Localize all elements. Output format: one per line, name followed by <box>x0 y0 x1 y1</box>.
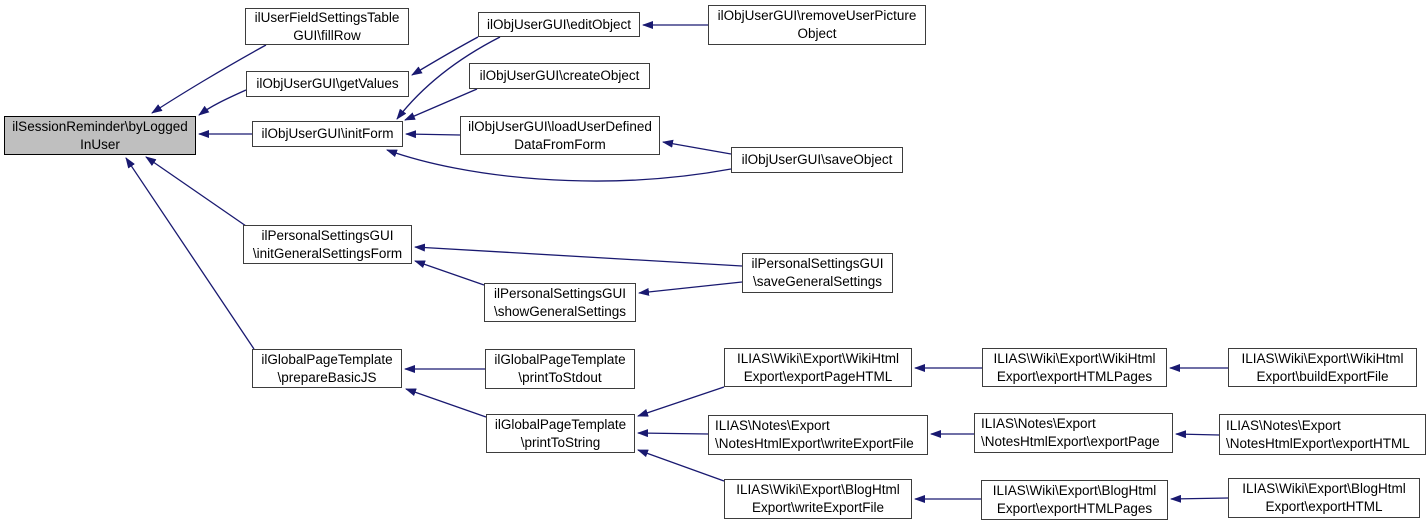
node-label: ilGlobalPageTemplate \printToStdout <box>494 352 626 385</box>
node-label: ilObjUserGUI\saveObject <box>741 152 893 167</box>
node-initgeneralsettingsform[interactable]: ilPersonalSettingsGUI \initGeneralSettin… <box>243 225 412 264</box>
node-label: ILIAS\Wiki\Export\BlogHtml Export\export… <box>1242 481 1406 514</box>
edge-blogwriteexportfile-printtostring <box>637 449 725 482</box>
node-label: ilObjUserGUI\editObject <box>486 16 632 32</box>
node-fillrow[interactable]: ilUserFieldSettingsTable GUI\fillRow <box>245 8 409 45</box>
node-printtostring[interactable]: ilGlobalPageTemplate \printToString <box>486 414 635 453</box>
node-blog-writeexportfile[interactable]: ILIAS\Wiki\Export\BlogHtml Export\writeE… <box>724 479 912 519</box>
node-notes-writeexportfile[interactable]: ILIAS\Notes\Export \NotesHtmlExport\writ… <box>708 415 928 455</box>
node-savegeneralsettings[interactable]: ilPersonalSettingsGUI \saveGeneralSettin… <box>742 253 893 293</box>
edge-fillrow-byloggedinuser <box>151 44 267 114</box>
node-label: ilObjUserGUI\initForm <box>261 126 394 141</box>
edge-wikiexportpagehtml-printtostring <box>637 386 725 417</box>
edge-saveobject-initform <box>386 149 732 182</box>
edge-preparebasicjs-byloggedinuser <box>125 157 255 350</box>
node-label: ILIAS\Notes\Export \NotesHtmlExport\expo… <box>981 416 1160 449</box>
edge-savegeneralsettings-showgeneralsettings <box>638 281 743 296</box>
edge-initgeneralsettingsform-byloggedinuser <box>145 156 247 227</box>
node-saveobject[interactable]: ilObjUserGUI\saveObject <box>731 147 903 173</box>
node-label: ILIAS\Notes\Export \NotesHtmlExport\expo… <box>1226 417 1410 451</box>
node-label: ilUserFieldSettingsTable GUI\fillRow <box>254 9 400 43</box>
edge-notesexporthtml-notesexportpage <box>1175 430 1220 439</box>
node-notes-exportpage[interactable]: ILIAS\Notes\Export \NotesHtmlExport\expo… <box>974 413 1173 453</box>
node-notes-exporthtml[interactable]: ILIAS\Notes\Export \NotesHtmlExport\expo… <box>1219 414 1426 455</box>
edge-blogexporthtml-blogexporthtmlpages <box>1170 494 1229 503</box>
node-initform[interactable]: ilObjUserGUI\initForm <box>252 121 403 147</box>
node-wiki-exportpagehtml[interactable]: ILIAS\Wiki\Export\WikiHtml Export\export… <box>724 348 912 387</box>
node-blog-exporthtmlpages[interactable]: ILIAS\Wiki\Export\BlogHtml Export\export… <box>981 480 1168 520</box>
node-wiki-exporthtmlpages[interactable]: ILIAS\Wiki\Export\WikiHtml Export\export… <box>982 348 1167 387</box>
edge-showgeneralsettings-initgeneralsettingsform <box>414 260 485 286</box>
node-createobject[interactable]: ilObjUserGUI\createObject <box>469 63 650 89</box>
edge-editobject-initform <box>396 36 501 120</box>
edge-noteswriteexportfile-printtostring <box>637 429 709 438</box>
node-label: ilObjUserGUI\createObject <box>479 68 640 83</box>
node-label: ILIAS\Wiki\Export\BlogHtml Export\writeE… <box>736 482 900 515</box>
node-printtostdout[interactable]: ilGlobalPageTemplate \printToStdout <box>485 349 635 389</box>
edge-printtostring-preparebasicjs <box>405 388 487 418</box>
node-label: ilObjUserGUI\getValues <box>256 76 399 91</box>
node-editobject[interactable]: ilObjUserGUI\editObject <box>478 12 640 37</box>
edge-createobject-initform <box>404 88 478 121</box>
edge-loaduserdefined-initform <box>405 130 461 139</box>
edge-getvalues-byloggedinuser <box>198 89 247 116</box>
node-label: ILIAS\Wiki\Export\BlogHtml Export\export… <box>992 483 1157 516</box>
node-removeuserpictureobject[interactable]: ilObjUserGUI\removeUserPicture Object <box>708 5 926 45</box>
edge-editobject-getvalues <box>411 36 479 76</box>
node-preparebasicjs[interactable]: ilGlobalPageTemplate \prepareBasicJS <box>252 349 402 388</box>
node-label: ilObjUserGUI\loadUserDefined DataFromFor… <box>468 118 652 152</box>
node-wiki-buildexportfile[interactable]: ILIAS\Wiki\Export\WikiHtml Export\buildE… <box>1228 348 1417 387</box>
edge-savegeneralsettings-initgeneralsettingsform <box>414 243 743 267</box>
node-label: ILIAS\Wiki\Export\WikiHtml Export\export… <box>993 350 1156 384</box>
node-label: ilGlobalPageTemplate \printToString <box>494 416 627 450</box>
node-label: ILIAS\Wiki\Export\WikiHtml Export\buildE… <box>1241 350 1404 384</box>
node-getvalues[interactable]: ilObjUserGUI\getValues <box>246 71 409 97</box>
node-label: ilPersonalSettingsGUI \saveGeneralSettin… <box>751 256 884 289</box>
node-label: ILIAS\Wiki\Export\WikiHtml Export\export… <box>736 350 899 384</box>
node-label: ilObjUserGUI\removeUserPicture Object <box>717 8 917 41</box>
node-label: ilSessionReminder\byLogged InUser <box>12 118 188 152</box>
node-label: ilGlobalPageTemplate \prepareBasicJS <box>261 351 393 385</box>
node-blog-exporthtml[interactable]: ILIAS\Wiki\Export\BlogHtml Export\export… <box>1228 478 1420 518</box>
node-label: ilPersonalSettingsGUI \showGeneralSettin… <box>493 285 627 319</box>
node-showgeneralsettings[interactable]: ilPersonalSettingsGUI \showGeneralSettin… <box>484 283 636 322</box>
node-byloggedinuser-highlighted[interactable]: ilSessionReminder\byLogged InUser <box>4 116 196 155</box>
node-loaduserdefineddatafromform[interactable]: ilObjUserGUI\loadUserDefined DataFromFor… <box>460 116 660 155</box>
node-label: ILIAS\Notes\Export \NotesHtmlExport\writ… <box>715 418 914 451</box>
edge-saveobject-loaduserdefined <box>662 139 732 155</box>
node-label: ilPersonalSettingsGUI \initGeneralSettin… <box>252 227 403 261</box>
